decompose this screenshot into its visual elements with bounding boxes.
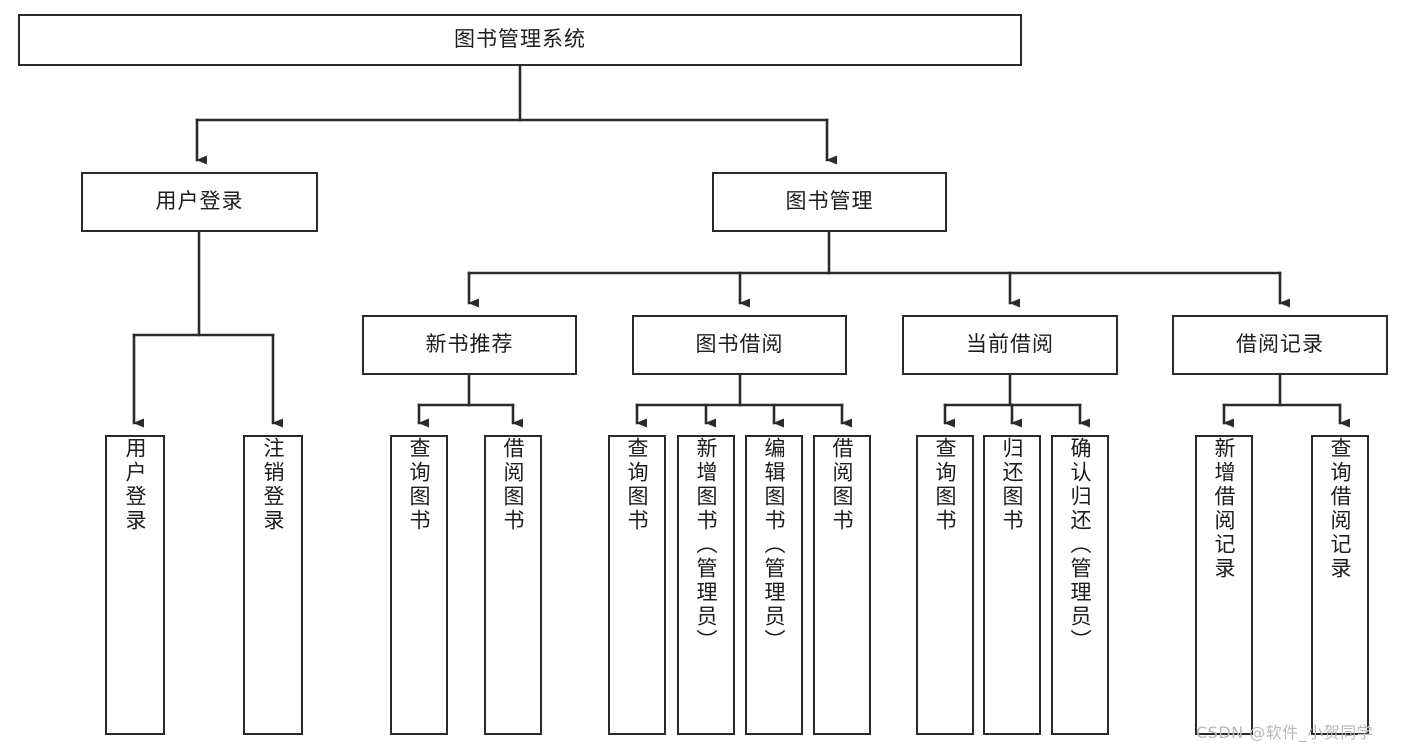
node-book-management-label: 图书管理 (785, 189, 874, 214)
leaf-edit-book-admin[interactable]: 编辑图书（管理员） (745, 435, 803, 735)
connector-book-borrow-to-leaves (635, 373, 852, 428)
leaf-add-borrow-record[interactable]: 新增借阅记录 (1195, 435, 1253, 735)
node-book-borrow-label: 图书借阅 (695, 332, 784, 357)
leaf-borrow-book-2-label: 借阅图书 (830, 437, 855, 533)
leaf-confirm-return-admin-label: 确认归还（管理员） (1068, 437, 1093, 653)
leaf-return-book[interactable]: 归还图书 (983, 435, 1041, 735)
leaf-query-borrow-record[interactable]: 查询借阅记录 (1311, 435, 1369, 735)
leaf-edit-book-admin-label: 编辑图书（管理员） (762, 437, 787, 653)
leaf-query-book-3-label: 查询图书 (933, 437, 958, 533)
leaf-add-borrow-record-label: 新增借阅记录 (1212, 437, 1237, 581)
leaf-borrow-book-1[interactable]: 借阅图书 (484, 435, 542, 735)
leaf-return-book-label: 归还图书 (1000, 437, 1025, 533)
leaf-query-borrow-record-label: 查询借阅记录 (1328, 437, 1353, 581)
connector-root-to-level2 (195, 64, 837, 165)
leaf-query-book-1-label: 查询图书 (407, 437, 432, 533)
leaf-query-book-1[interactable]: 查询图书 (390, 435, 448, 735)
node-book-management[interactable]: 图书管理 (712, 172, 947, 232)
node-current-borrow[interactable]: 当前借阅 (902, 315, 1118, 375)
connector-current-borrow-to-leaves (943, 373, 1090, 428)
node-book-borrow[interactable]: 图书借阅 (632, 315, 847, 375)
leaf-user-logout[interactable]: 注销登录 (243, 435, 303, 735)
node-root[interactable]: 图书管理系统 (18, 14, 1022, 66)
node-user-login[interactable]: 用户登录 (81, 172, 318, 232)
node-new-book-recommend-label: 新书推荐 (425, 332, 514, 357)
connector-user-login-to-leaves (132, 230, 283, 428)
leaf-borrow-book-1-label: 借阅图书 (501, 437, 526, 533)
connector-new-book-recommend-to-leaves (417, 373, 523, 428)
node-current-borrow-label: 当前借阅 (966, 332, 1054, 357)
connector-book-management-to-level3 (467, 230, 1290, 308)
leaf-add-book-admin-label: 新增图书（管理员） (694, 437, 719, 653)
leaf-add-book-admin[interactable]: 新增图书（管理员） (677, 435, 735, 735)
leaf-confirm-return-admin[interactable]: 确认归还（管理员） (1051, 435, 1109, 735)
node-borrow-record[interactable]: 借阅记录 (1172, 315, 1388, 375)
leaf-user-logout-label: 注销登录 (261, 437, 286, 533)
node-user-login-label: 用户登录 (155, 189, 244, 214)
connector-borrow-record-to-leaves (1222, 373, 1350, 428)
leaf-query-book-2[interactable]: 查询图书 (608, 435, 666, 735)
leaf-query-book-2-label: 查询图书 (625, 437, 650, 533)
leaf-borrow-book-2[interactable]: 借阅图书 (813, 435, 871, 735)
leaf-query-book-3[interactable]: 查询图书 (916, 435, 974, 735)
node-root-label: 图书管理系统 (454, 27, 586, 52)
node-borrow-record-label: 借阅记录 (1236, 332, 1324, 357)
leaf-user-login[interactable]: 用户登录 (105, 435, 165, 735)
csdn-watermark: CSDN @软件_小贺同学 (1196, 723, 1374, 742)
leaf-user-login-label: 用户登录 (123, 437, 148, 533)
node-new-book-recommend[interactable]: 新书推荐 (362, 315, 577, 375)
